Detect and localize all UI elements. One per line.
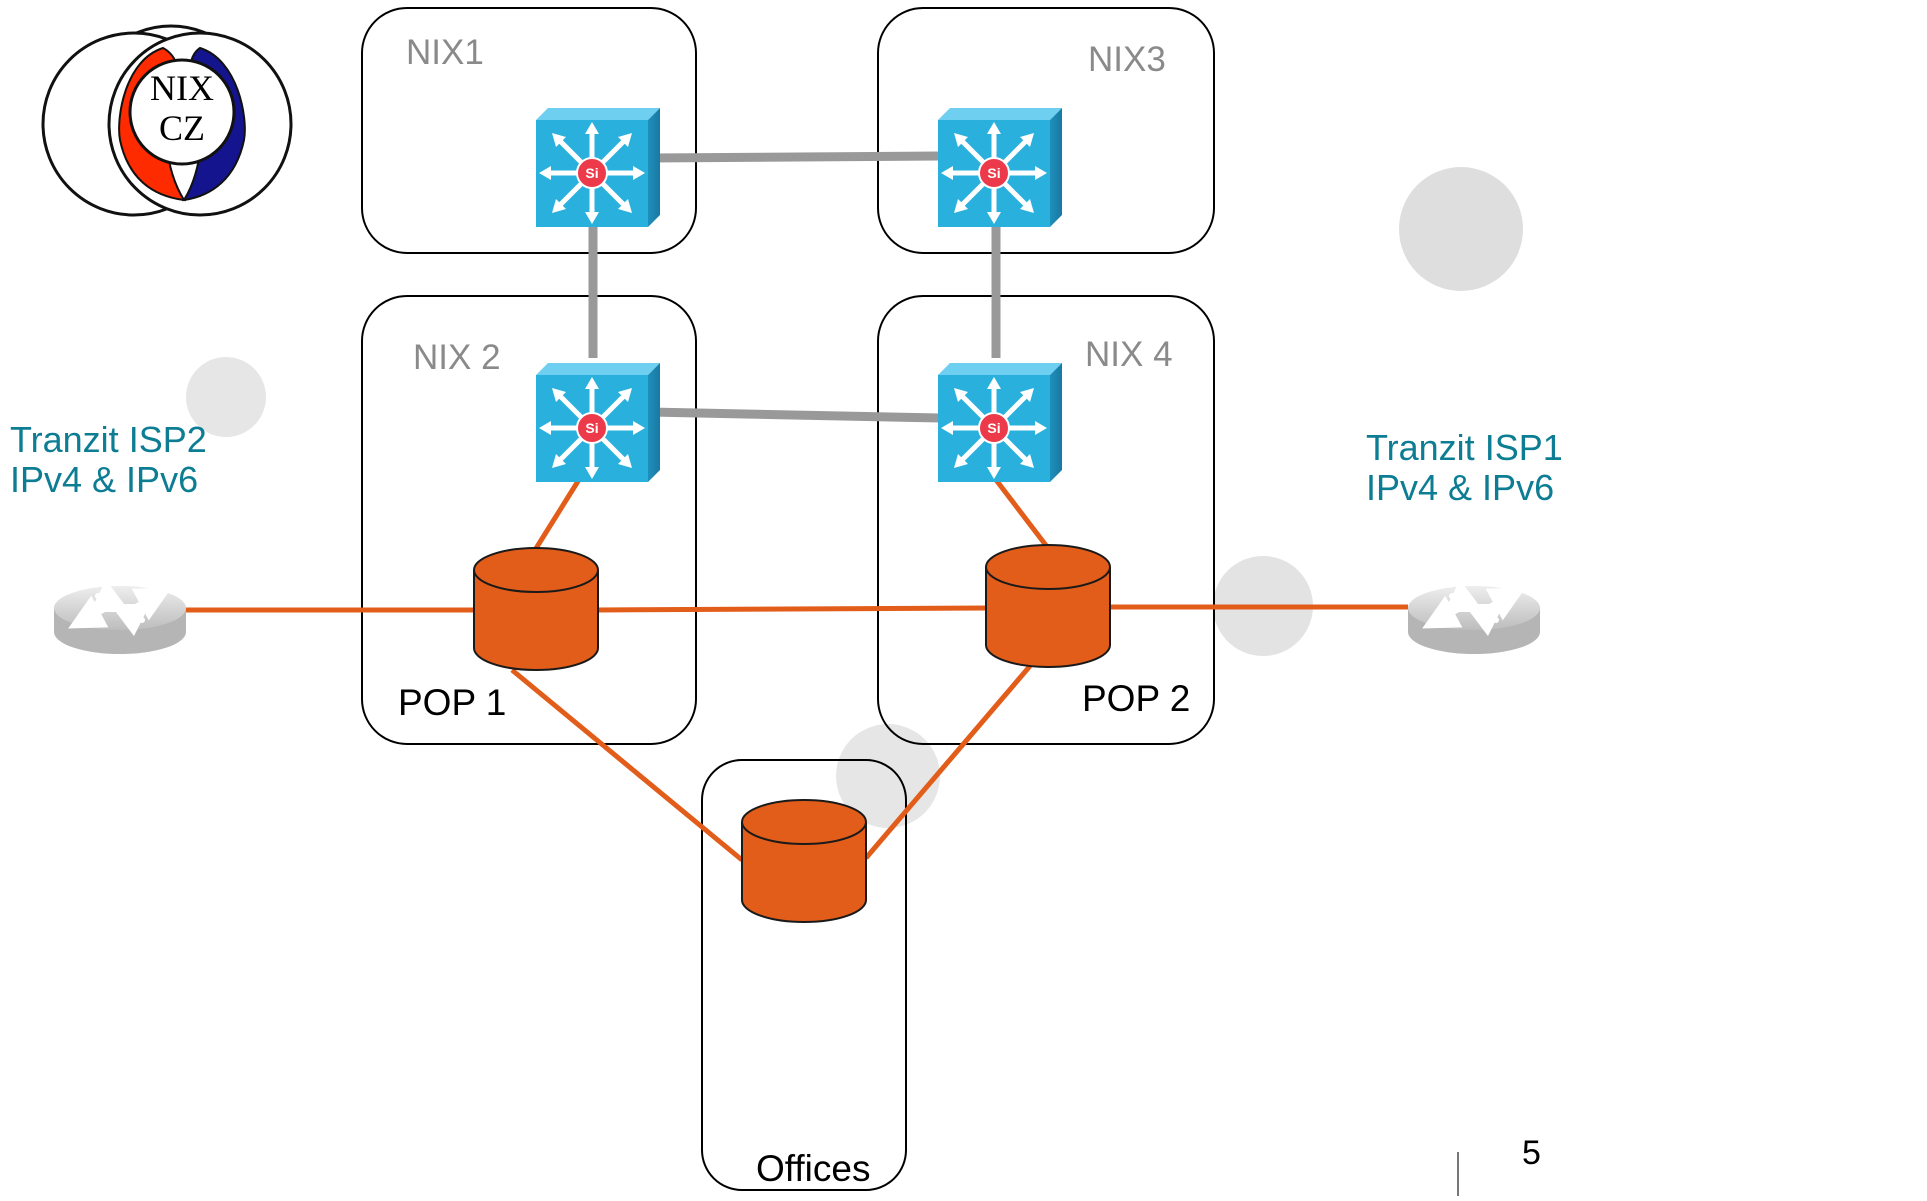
decor-circle [1399, 167, 1523, 291]
link-pop1-offices [510, 668, 744, 862]
site-label-nix1: NIX1 [406, 33, 484, 72]
page-number: 5 [1522, 1134, 1541, 1172]
router-icon [54, 586, 186, 654]
link-pop1-pop2 [595, 605, 989, 613]
switch-badge: Si [987, 165, 1000, 181]
backbone-links [588, 151, 1001, 423]
transit-isp2-name: Tranzit ISP2 [10, 419, 207, 460]
link-nix4-pop2 [988, 470, 1050, 550]
pop-cylinder-icon [741, 799, 867, 923]
link-nix2-pop1 [532, 468, 588, 552]
transit-isp1-name: Tranzit ISP1 [1366, 427, 1563, 468]
pop-cylinder-icon [473, 547, 599, 671]
pop-label-pop2: POP 2 [1082, 678, 1191, 719]
router-icon [1408, 586, 1540, 654]
site-box-offices [701, 759, 907, 1191]
decor-circle [186, 357, 266, 437]
site-label-nix2: NIX 2 [413, 338, 501, 377]
pop-label-offices: Offices [756, 1148, 871, 1189]
logo-text-line2: CZ [159, 108, 205, 148]
transit-isp2-label: Tranzit ISP2 IPv4 & IPv6 [10, 419, 207, 501]
access-links [186, 468, 1408, 862]
nix-cz-logo: NIX CZ [41, 24, 293, 217]
pop-label-pop1: POP 1 [398, 682, 507, 723]
site-label-nix4: NIX 4 [1085, 335, 1173, 374]
site-label-nix3: NIX3 [1088, 40, 1166, 79]
site-box-nix2 [361, 295, 697, 745]
switch-badge: Si [585, 165, 598, 181]
link-nix1-nix3 [649, 151, 941, 163]
link-pop2-offices [864, 664, 1032, 860]
transit-isp1-label: Tranzit ISP1 IPv4 & IPv6 [1366, 427, 1563, 509]
transit-isp1-proto: IPv4 & IPv6 [1366, 467, 1555, 509]
switch-badge: Si [987, 420, 1000, 436]
logo-text-line1: NIX [150, 68, 214, 108]
switch-badge: Si [585, 420, 598, 436]
transit-isp2-proto: IPv4 & IPv6 [10, 459, 199, 501]
pop-cylinder-icon [985, 544, 1111, 668]
site-box-nix4 [877, 295, 1215, 745]
link-nix2-nix4 [649, 407, 941, 423]
